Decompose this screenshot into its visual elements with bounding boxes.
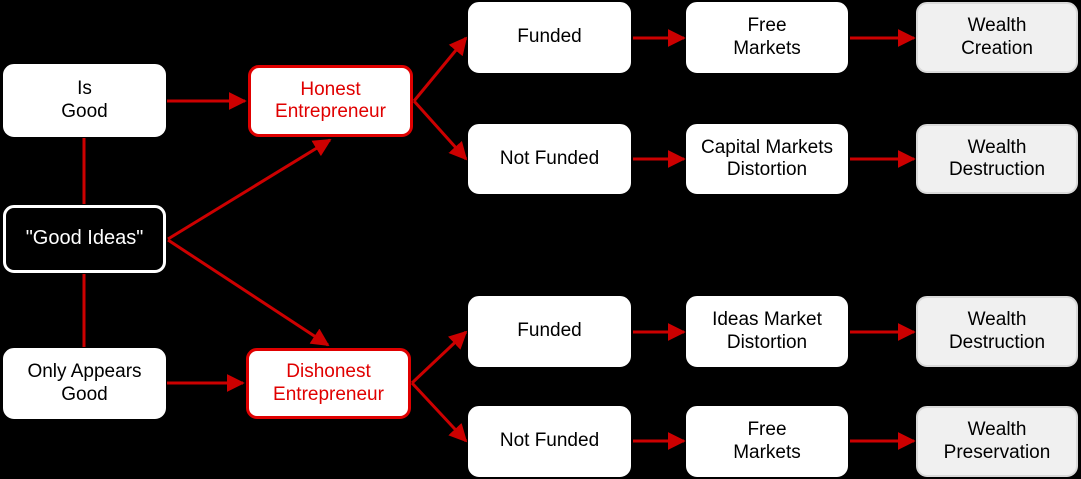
edge-honest-to-not-funded	[412, 99, 468, 161]
node-label-wealth-destruction-1: Wealth Destruction	[948, 136, 1046, 180]
node-honest-funded[interactable]: Funded	[468, 2, 631, 73]
node-dishonest-entrepreneur[interactable]: Dishonest Entrepreneur	[246, 348, 411, 419]
edge-dishonest-to-funded	[410, 330, 468, 385]
edge-dishonest-to-not-funded	[410, 381, 468, 443]
node-label-wealth-preservation: Wealth Preservation	[943, 419, 1051, 463]
edge-good-ideas-to-honest	[167, 138, 332, 241]
node-label-dishonest-funded: Funded	[517, 320, 582, 342]
node-label-honest-not-funded: Not Funded	[499, 147, 600, 169]
node-ideas-market-distortion[interactable]: Ideas Market Distortion	[686, 296, 848, 367]
node-label-dishonest-not-funded: Not Funded	[499, 430, 600, 452]
node-label-free-markets-1: Free Markets	[733, 15, 801, 59]
node-label-honest-entrepreneur: Honest Entrepreneur	[275, 78, 386, 122]
node-label-wealth-creation: Wealth Creation	[961, 15, 1033, 59]
node-wealth-destruction-1[interactable]: Wealth Destruction	[916, 124, 1078, 194]
node-honest-entrepreneur[interactable]: Honest Entrepreneur	[248, 65, 413, 137]
node-label-honest-funded: Funded	[517, 26, 582, 48]
node-label-good-ideas: "Good Ideas"	[25, 227, 144, 250]
node-dishonest-not-funded[interactable]: Not Funded	[468, 406, 631, 477]
node-free-markets-2[interactable]: Free Markets	[686, 406, 848, 477]
node-wealth-creation[interactable]: Wealth Creation	[916, 2, 1078, 73]
node-good-ideas[interactable]: "Good Ideas"	[3, 205, 166, 273]
node-is-good[interactable]: Is Good	[3, 64, 166, 137]
node-dishonest-funded[interactable]: Funded	[468, 296, 631, 367]
node-label-ideas-market-distortion: Ideas Market Distortion	[712, 309, 822, 353]
node-label-free-markets-2: Free Markets	[733, 419, 801, 463]
node-only-appears-good[interactable]: Only Appears Good	[3, 348, 166, 419]
node-label-wealth-destruction-2: Wealth Destruction	[948, 309, 1046, 353]
node-free-markets-1[interactable]: Free Markets	[686, 2, 848, 73]
node-label-dishonest-entrepreneur: Dishonest Entrepreneur	[273, 361, 384, 405]
node-wealth-destruction-2[interactable]: Wealth Destruction	[916, 296, 1078, 367]
node-label-is-good: Is Good	[61, 78, 108, 122]
node-honest-not-funded[interactable]: Not Funded	[468, 124, 631, 194]
edge-honest-to-funded	[412, 36, 468, 102]
edge-good-ideas-to-dishonest	[167, 238, 330, 347]
node-label-only-appears-good: Only Appears Good	[27, 361, 142, 405]
node-label-capital-markets-distortion: Capital Markets Distortion	[701, 136, 833, 180]
node-wealth-preservation[interactable]: Wealth Preservation	[916, 406, 1078, 477]
node-capital-markets-distortion[interactable]: Capital Markets Distortion	[686, 124, 848, 194]
